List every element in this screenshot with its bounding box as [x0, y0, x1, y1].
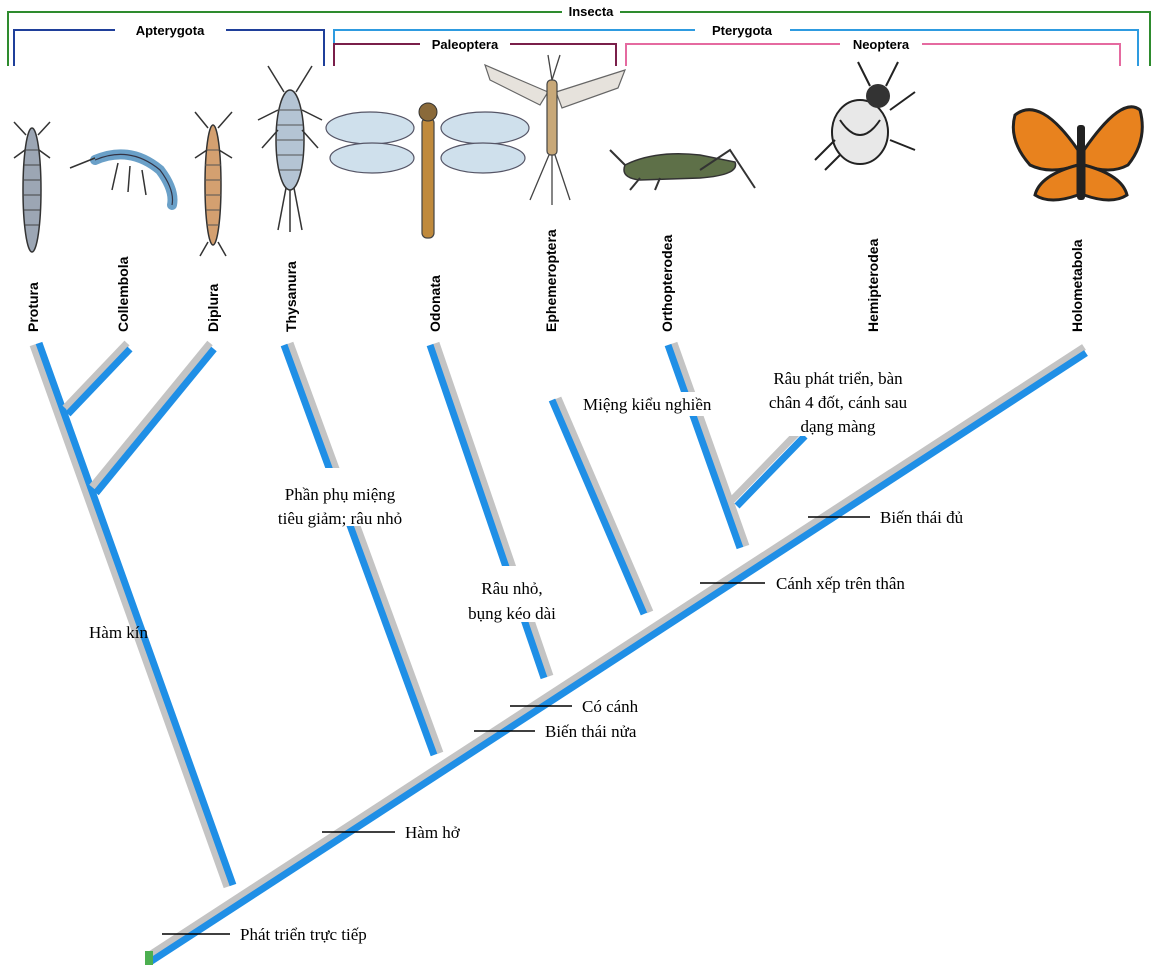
- trait-mieng: Miệng kiểu nghiền: [583, 395, 712, 414]
- neoptera-label: Neoptera: [853, 37, 910, 52]
- branch-orthopterodea: [668, 343, 746, 548]
- trait-ham-kin: Hàm kín: [89, 623, 149, 642]
- taxon-holometabola: Holometabola: [1069, 239, 1085, 332]
- trait-phan-phu-line1: Phần phụ miệng: [285, 485, 396, 504]
- branch-main-trunk: [148, 347, 1086, 962]
- branch-thysanura: [284, 343, 440, 755]
- trait-rau-pt-line1: Râu phát triển, bàn: [773, 369, 903, 388]
- collembola-illustration: [70, 154, 173, 205]
- taxon-hemipterodea: Hemipterodea: [865, 238, 881, 332]
- branch-hemipterodea: [732, 430, 805, 506]
- trait-bien-thai-nua: Biến thái nửa: [545, 722, 637, 741]
- taxon-diplura: Diplura: [205, 284, 221, 332]
- taxon-ephemeroptera: Ephemeroptera: [543, 229, 559, 332]
- odonata-illustration: [326, 103, 529, 238]
- trait-phat-trien: Phát triển trực tiếp: [240, 925, 367, 944]
- taxon-protura: Protura: [25, 282, 41, 332]
- insecta-label: Insecta: [569, 4, 615, 19]
- insecta-bracket: [8, 12, 1150, 66]
- orthopterodea-illustration: [610, 150, 755, 190]
- trait-phan-phu-line2: tiêu giảm; râu nhỏ: [278, 509, 402, 528]
- taxon-collembola: Collembola: [115, 256, 131, 332]
- thysanura-illustration: [258, 66, 322, 232]
- hemipterodea-illustration: [815, 62, 915, 170]
- trait-bien-thai-du: Biến thái đủ: [880, 508, 964, 527]
- apterygota-label: Apterygota: [136, 23, 205, 38]
- diplura-illustration: [195, 112, 232, 256]
- trait-rau-pt-line2: chân 4 đốt, cánh sau: [769, 393, 908, 412]
- taxon-orthopterodea: Orthopterodea: [659, 235, 675, 332]
- trait-rau-nho-line1: Râu nhỏ,: [481, 579, 542, 598]
- trait-ham-ho: Hàm hở: [405, 823, 461, 842]
- trait-rau-nho-line2: bụng kéo dài: [468, 604, 556, 623]
- branch-protura: [33, 343, 233, 887]
- taxon-thysanura: Thysanura: [283, 261, 299, 332]
- holometabola-illustration: [1013, 107, 1142, 200]
- trait-co-canh: Có cánh: [582, 697, 639, 716]
- taxon-labels: Protura Collembola Diplura Thysanura Odo…: [25, 229, 1085, 332]
- pterygota-label: Pterygota: [712, 23, 773, 38]
- branch-odonata: [430, 343, 550, 678]
- trait-rau-pt-line3: dạng màng: [800, 417, 876, 436]
- taxon-odonata: Odonata: [427, 275, 443, 332]
- branches: [33, 343, 1086, 965]
- trait-canh-xep: Cánh xếp trên thân: [776, 574, 905, 593]
- paleoptera-label: Paleoptera: [432, 37, 499, 52]
- branch-collembola: [65, 343, 130, 414]
- protura-illustration: [14, 122, 50, 252]
